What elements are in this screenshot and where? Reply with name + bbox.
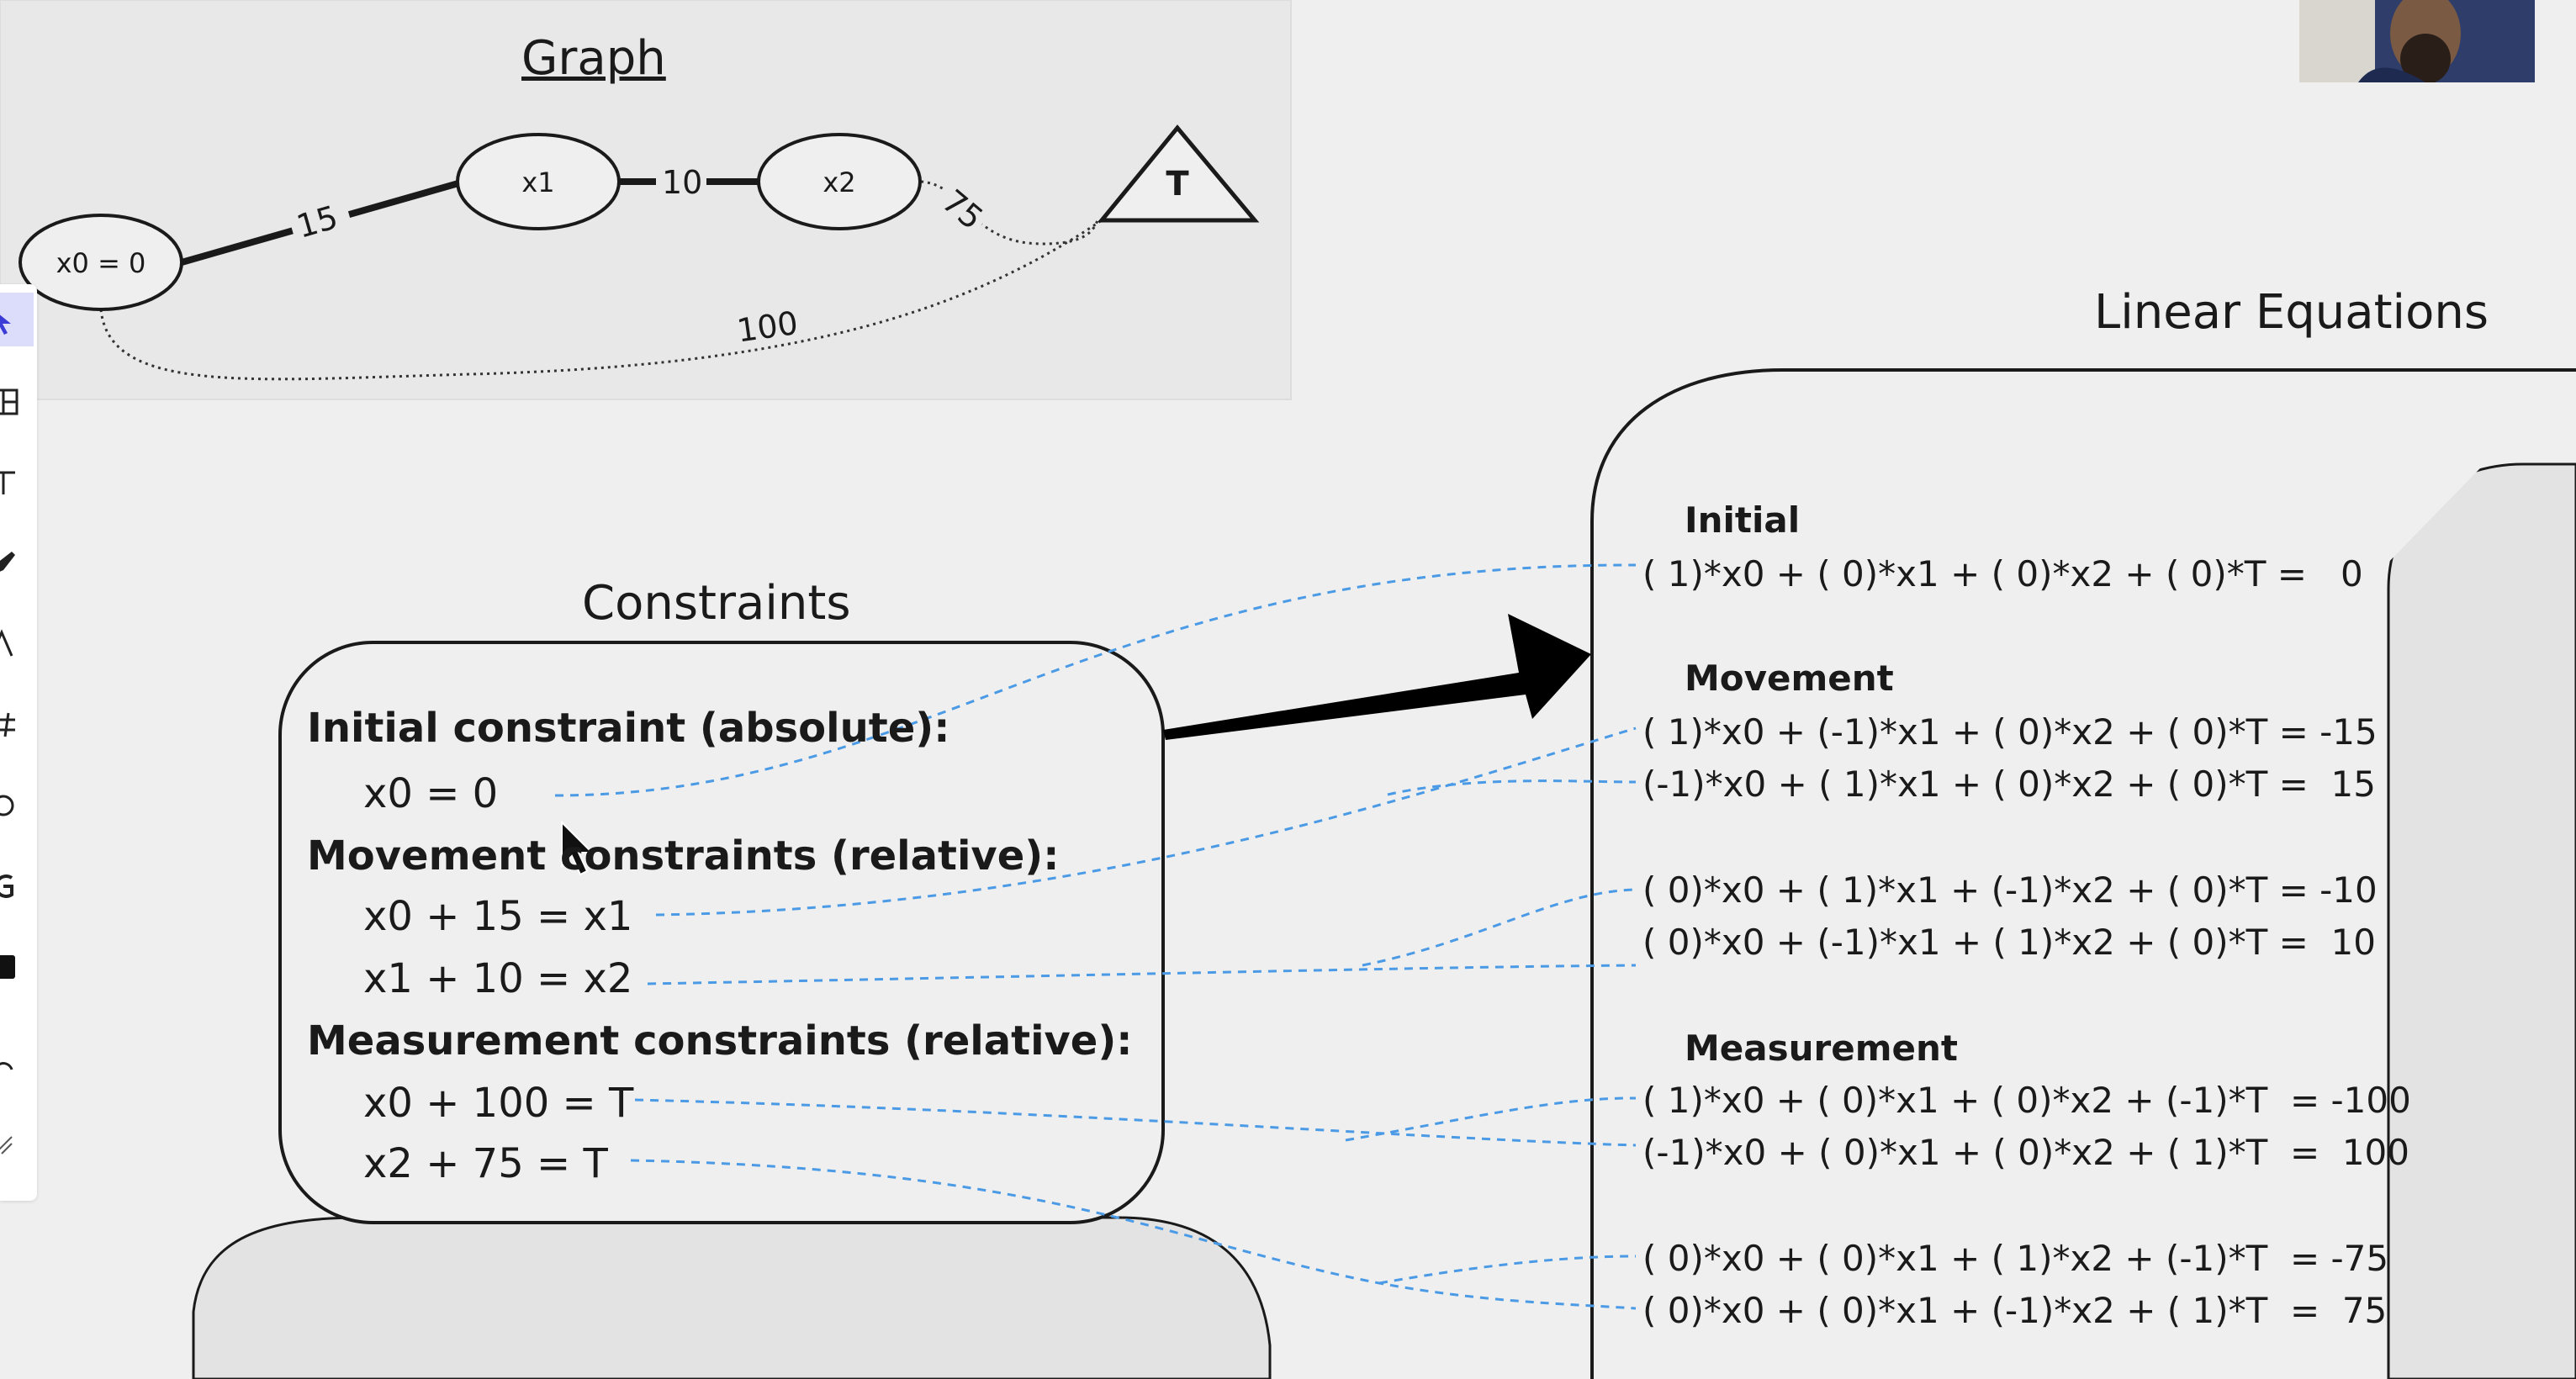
- node-x2-label: x2: [823, 166, 855, 198]
- mouse-cursor: [561, 820, 595, 876]
- transform-arrow[interactable]: [1163, 614, 1591, 740]
- connector-tool[interactable]: [0, 858, 34, 911]
- webcam-thumbnail: [2299, 0, 2535, 82]
- link-icon: [0, 795, 14, 816]
- edge-x2-t: [920, 180, 1099, 246]
- hash-icon: [0, 712, 15, 737]
- measurement-constraint-eq1: x0 + 100 = T: [363, 1080, 634, 1127]
- node-x2[interactable]: [757, 133, 922, 230]
- left-toolbar: [0, 284, 37, 1201]
- measurement-constraint-eq2: x2 + 75 = T: [363, 1140, 608, 1187]
- movement-constraint-heading: Movement constraints (relative):: [307, 832, 1060, 880]
- measurement-constraint-heading: Measurement constraints (relative):: [307, 1017, 1133, 1065]
- node-x0-label: x0 = 0: [56, 247, 146, 279]
- frame-tool[interactable]: [0, 373, 34, 427]
- connector-icon: [0, 874, 13, 898]
- right-grey-shape[interactable]: [2387, 462, 2576, 1379]
- select-tool[interactable]: [0, 293, 34, 346]
- movement-constraint-eq2: x1 + 10 = x2: [363, 955, 633, 1002]
- frame-icon: [0, 388, 19, 415]
- initial-constraint-heading: Initial constraint (absolute):: [307, 705, 950, 752]
- resize-tool[interactable]: [0, 1117, 34, 1170]
- undo-icon: [0, 1062, 13, 1070]
- movement-constraint-eq1: x0 + 15 = x1: [363, 893, 633, 940]
- pen-icon: [0, 552, 15, 572]
- node-t[interactable]: [1097, 124, 1260, 223]
- linear-eq-3: (-1)*x0 + ( 1)*x1 + ( 0)*x2 + ( 0)*T = 1…: [1642, 763, 2376, 805]
- connector-lines: [554, 563, 1637, 1310]
- sticky-tool[interactable]: [0, 938, 34, 992]
- graph-panel[interactable]: [0, 0, 1292, 400]
- linear-initial-heading: Initial: [1685, 499, 1801, 541]
- cursor-arrow-icon: [0, 314, 11, 335]
- hash-tool[interactable]: [0, 696, 34, 750]
- shape-tool[interactable]: [0, 616, 34, 669]
- node-x1-label: x1: [521, 166, 554, 198]
- node-x0[interactable]: [19, 214, 183, 311]
- constraints-box[interactable]: [278, 641, 1165, 1224]
- link-tool[interactable]: [0, 777, 34, 831]
- initial-constraint-eq: x0 = 0: [363, 770, 499, 817]
- linear-movement-heading: Movement: [1685, 658, 1894, 699]
- linear-eq-2: ( 1)*x0 + (-1)*x1 + ( 0)*x2 + ( 0)*T = -…: [1642, 711, 2378, 753]
- bottom-grey-shape[interactable]: [192, 1216, 1272, 1379]
- participant-video-icon: [2299, 0, 2535, 82]
- linear-eq-8: ( 0)*x0 + ( 0)*x1 + ( 1)*x2 + (-1)*T = -…: [1642, 1238, 2389, 1279]
- node-t-label: T: [1166, 165, 1189, 203]
- pen-tool[interactable]: [0, 535, 34, 589]
- linear-eq-5: ( 0)*x0 + (-1)*x1 + ( 1)*x2 + ( 0)*T = 1…: [1642, 922, 2376, 963]
- linear-equations-box[interactable]: [1590, 368, 2576, 1379]
- shape-icon: [0, 629, 13, 657]
- linear-eq-4: ( 0)*x0 + ( 1)*x1 + (-1)*x2 + ( 0)*T = -…: [1642, 869, 2378, 911]
- node-x1[interactable]: [456, 133, 621, 230]
- linear-eq-6: ( 1)*x0 + ( 0)*x1 + ( 0)*x2 + (-1)*T = -…: [1642, 1080, 2411, 1121]
- edge-label-100: 100: [735, 304, 801, 350]
- linear-equations-title: Linear Equations: [2094, 285, 2489, 340]
- linear-eq-1: ( 1)*x0 + ( 0)*x1 + ( 0)*x2 + ( 0)*T = 0: [1642, 553, 2363, 594]
- resize-icon: [0, 1136, 13, 1154]
- constraints-title: Constraints: [582, 576, 851, 631]
- linear-eq-9: ( 0)*x0 + ( 0)*x1 + (-1)*x2 + ( 1)*T = 7…: [1642, 1290, 2388, 1331]
- text-icon: [0, 471, 15, 494]
- linear-eq-7: (-1)*x0 + ( 0)*x1 + ( 0)*x2 + ( 1)*T = 1…: [1642, 1132, 2410, 1173]
- linear-measurement-heading: Measurement: [1685, 1028, 1958, 1069]
- undo-tool[interactable]: [0, 1041, 34, 1095]
- graph-title: Graph: [521, 31, 666, 86]
- sticky-note-icon: [0, 955, 15, 979]
- text-tool[interactable]: [0, 454, 34, 508]
- edge-label-10: 10: [662, 164, 702, 201]
